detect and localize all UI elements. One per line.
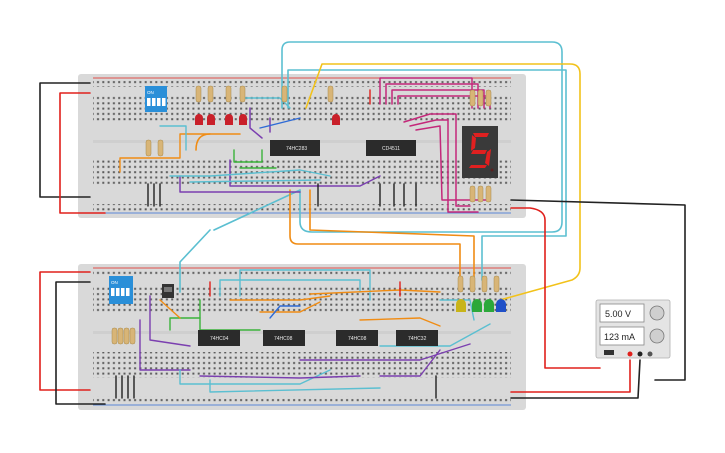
current-display xyxy=(599,326,645,346)
dip-on-label: ON xyxy=(147,90,154,95)
ic-74hc04[interactable]: 74HC04 xyxy=(198,330,240,346)
negative-terminal[interactable] xyxy=(637,351,643,357)
positive-terminal[interactable] xyxy=(627,351,633,357)
seven-segment-display xyxy=(462,126,498,178)
ic-74hc283[interactable]: 74HC283 xyxy=(270,140,320,156)
ic-74hc08-a[interactable]: 74HC08 xyxy=(263,330,305,346)
slide-switch[interactable] xyxy=(162,284,174,298)
chip-label: 74HC08 xyxy=(348,336,367,342)
ic-cd4511[interactable]: CD4511 xyxy=(366,140,416,156)
wires[interactable] xyxy=(39,41,686,405)
chip-label: 74HC08 xyxy=(274,336,293,342)
resistors xyxy=(111,85,500,345)
chip-label: 74HC32 xyxy=(408,336,427,342)
bottom-leds xyxy=(456,299,506,312)
current-readout: 123 mA xyxy=(604,332,635,342)
voltage-knob[interactable] xyxy=(649,305,665,321)
ground-terminal[interactable] xyxy=(647,351,653,357)
current-knob[interactable] xyxy=(649,328,665,344)
ic-74hc08-b[interactable]: 74HC08 xyxy=(336,330,378,346)
voltage-readout: 5.00 V xyxy=(605,309,631,319)
chip-label: CD4511 xyxy=(382,146,400,152)
voltage-display xyxy=(599,303,645,323)
chip-label: 74HC283 xyxy=(286,146,307,152)
power-switch[interactable] xyxy=(604,350,614,355)
chip-label: 74HC04 xyxy=(210,336,229,342)
ic-74hc32[interactable]: 74HC32 xyxy=(396,330,438,346)
dip-on-label: ON xyxy=(111,280,118,285)
power-supply[interactable]: 5.00 V 123 mA xyxy=(595,299,671,359)
top-leds xyxy=(195,114,340,125)
top-dip-switch[interactable]: ON xyxy=(145,86,167,112)
bottom-dip-switch[interactable]: ON xyxy=(109,276,133,304)
